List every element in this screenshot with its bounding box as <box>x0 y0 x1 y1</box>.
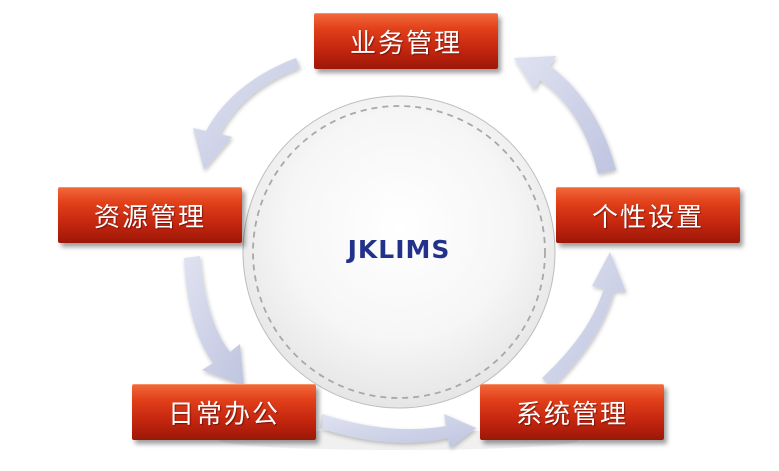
module-office-label: 日常办公 <box>167 399 280 430</box>
center-title: JKLIMS <box>347 235 451 264</box>
module-business-box[interactable]: 业务管理 <box>314 13 498 69</box>
arrow-system-to-personal <box>542 252 626 388</box>
module-resource-box[interactable]: 资源管理 <box>58 187 242 243</box>
center-circle-dashed-ring <box>252 105 546 399</box>
center-circle <box>242 95 556 409</box>
module-personal-box[interactable]: 个性设置 <box>556 187 740 243</box>
arrow-office-to-system <box>320 414 476 448</box>
module-personal-label: 个性设置 <box>591 202 704 233</box>
arrow-business-to-resource <box>193 58 300 170</box>
module-system-label: 系统管理 <box>515 399 628 430</box>
module-system-box[interactable]: 系统管理 <box>480 384 664 440</box>
module-resource-label: 资源管理 <box>93 202 206 233</box>
module-office-box[interactable]: 日常办公 <box>132 384 316 440</box>
arrow-personal-to-business <box>514 56 616 174</box>
arrow-resource-to-office <box>184 256 244 386</box>
module-business-label: 业务管理 <box>349 28 462 59</box>
